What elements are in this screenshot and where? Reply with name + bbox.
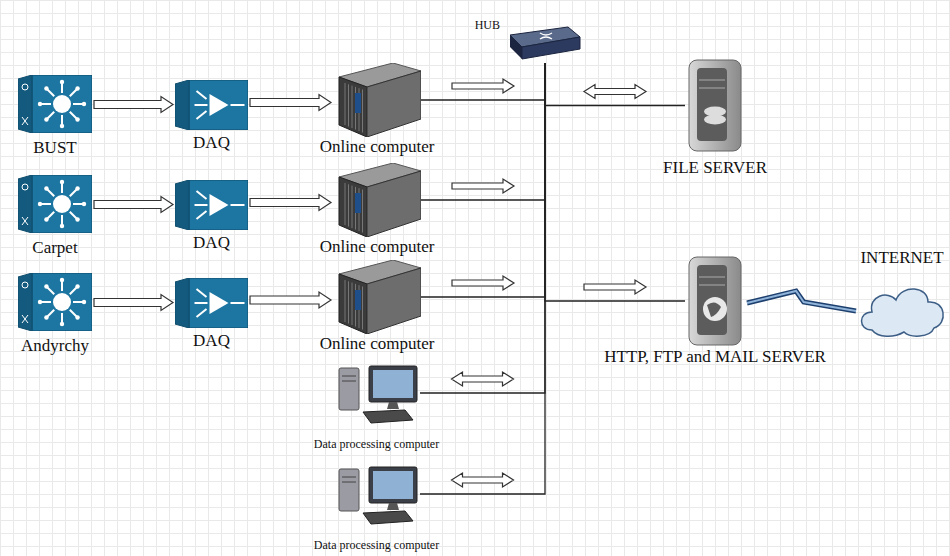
bus-line <box>545 63 685 106</box>
node-label: Data processing computer <box>314 539 439 552</box>
connector <box>747 291 856 311</box>
hollow-arrow <box>584 85 646 99</box>
cloud-icon <box>858 280 946 338</box>
connector <box>421 63 545 100</box>
switch-icon <box>18 75 92 133</box>
connector <box>420 63 545 393</box>
daq-icon <box>175 180 248 230</box>
node-label: Data processing computer <box>314 438 439 451</box>
connector <box>94 295 173 311</box>
node-label: DAQ <box>193 234 230 253</box>
hollow-arrow <box>452 473 514 487</box>
lightning-link <box>747 291 856 311</box>
tower-icon <box>685 58 745 153</box>
node-label: Andyrchy <box>21 337 89 356</box>
hub-node: HUB <box>508 25 582 63</box>
web-icon <box>685 255 745 347</box>
hollow-arrow <box>250 95 331 111</box>
node-label: Online computer <box>320 238 435 257</box>
connector <box>250 195 331 211</box>
daq-node: DAQ <box>175 80 248 130</box>
hollow-arrow <box>452 276 514 290</box>
rack-node: Online computer <box>333 163 421 237</box>
hollow-arrow <box>250 292 331 308</box>
bus-line <box>420 63 545 393</box>
node-label: DAQ <box>193 134 230 153</box>
daq-node: DAQ <box>175 180 248 230</box>
connector <box>94 197 173 213</box>
connector <box>421 63 545 297</box>
desktop-icon <box>333 362 420 424</box>
rack-icon <box>333 260 421 334</box>
rack-node: Online computer <box>333 63 421 137</box>
node-label: DAQ <box>193 332 230 351</box>
switch-node: Carpet <box>18 175 92 233</box>
hollow-arrow <box>452 79 514 93</box>
hollow-arrow <box>584 280 646 294</box>
connector <box>250 95 331 111</box>
switch-node: BUST <box>18 75 92 133</box>
node-label: Online computer <box>320 138 435 157</box>
web-node: HTTP, FTP and MAIL SERVER <box>685 255 745 347</box>
node-label: Carpet <box>32 239 77 258</box>
lightning-link <box>747 291 856 311</box>
hollow-arrow <box>250 195 331 211</box>
connector <box>420 63 545 494</box>
node-label: HTTP, FTP and MAIL SERVER <box>604 348 826 367</box>
bus-line <box>421 63 545 100</box>
switch-icon <box>18 273 92 331</box>
node-label: BUST <box>33 139 76 158</box>
node-label: FILE SERVER <box>663 159 767 178</box>
desktop-icon <box>333 463 420 525</box>
rack-node: Online computer <box>333 260 421 334</box>
node-label: HUB <box>475 19 500 32</box>
rack-icon <box>333 163 421 237</box>
connector <box>545 63 685 301</box>
connector <box>94 97 173 113</box>
connector <box>250 292 331 308</box>
hollow-arrow <box>94 295 173 311</box>
connector <box>545 63 685 106</box>
daq-icon <box>175 80 248 130</box>
bus-line <box>421 63 545 297</box>
bus-line <box>545 63 685 301</box>
switch-node: Andyrchy <box>18 273 92 331</box>
node-label: INTERNET <box>860 249 943 268</box>
rack-icon <box>333 63 421 137</box>
cloud-node: INTERNET <box>858 280 946 338</box>
desktop-node: Data processing computer <box>333 362 420 424</box>
hollow-arrow <box>452 372 514 386</box>
desktop-node: Data processing computer <box>333 463 420 525</box>
daq-node: DAQ <box>175 278 248 328</box>
connector <box>421 63 545 200</box>
bus-line <box>420 63 545 494</box>
hollow-arrow <box>94 197 173 213</box>
daq-icon <box>175 278 248 328</box>
hollow-arrow <box>452 179 514 193</box>
hollow-arrow <box>94 97 173 113</box>
switch-icon <box>18 175 92 233</box>
node-label: Online computer <box>320 335 435 354</box>
hub-icon <box>508 25 582 63</box>
bus-line <box>421 63 545 200</box>
tower-node: FILE SERVER <box>685 58 745 153</box>
